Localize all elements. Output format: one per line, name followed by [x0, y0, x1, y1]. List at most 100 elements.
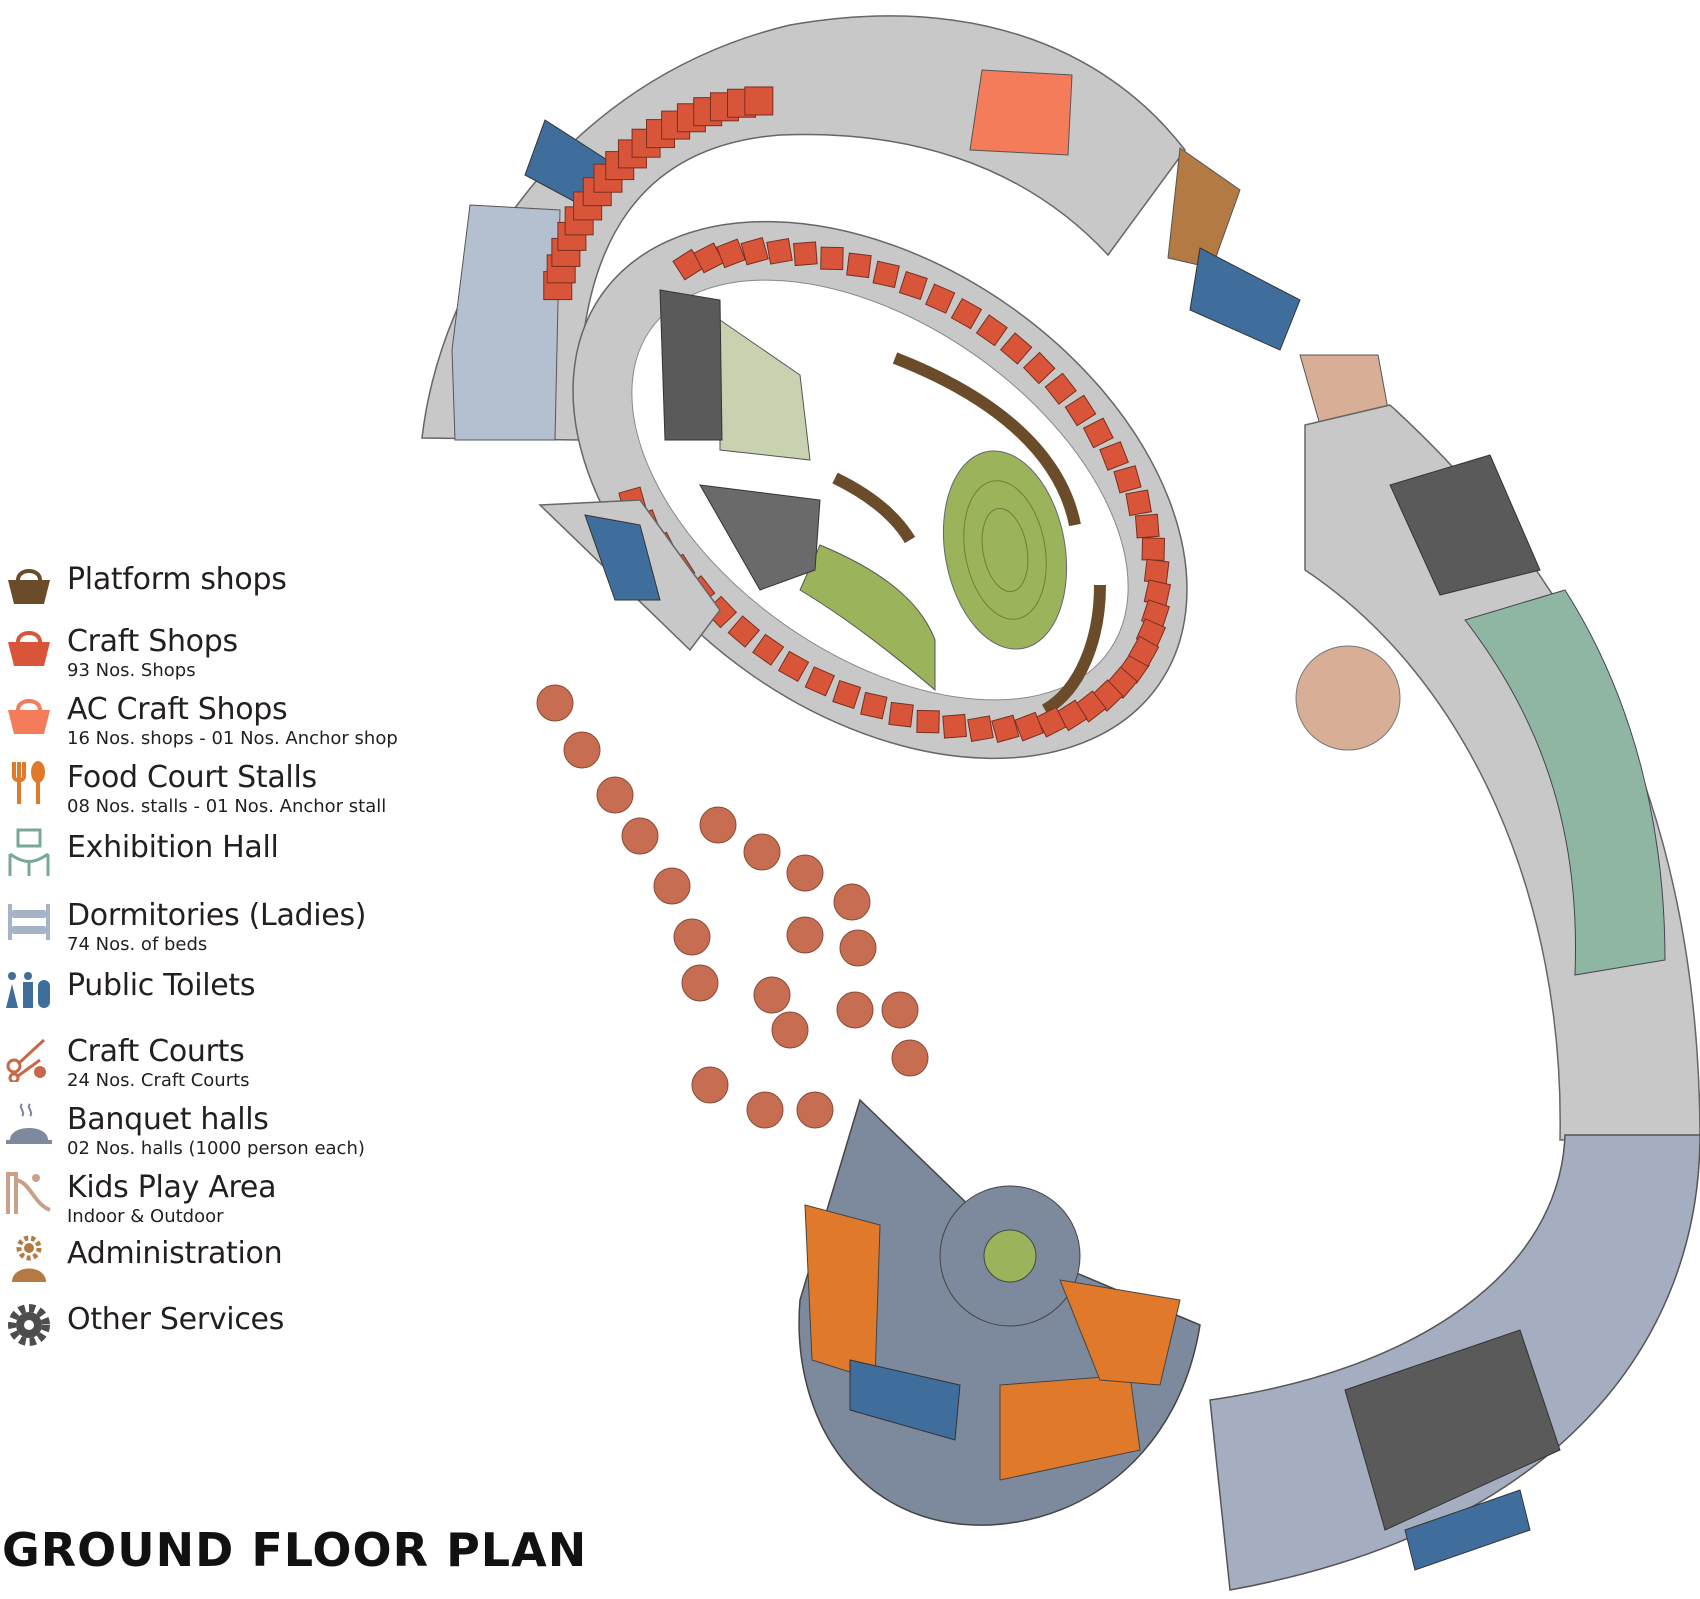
toilet-people-icon: [6, 972, 50, 1008]
craft-court: [881, 991, 919, 1029]
kids-play-circle: [1295, 645, 1401, 751]
legend-title: Public Toilets: [67, 968, 256, 1003]
craft-shop-unit: [727, 615, 761, 648]
lawn-ring-1: [963, 480, 1047, 620]
craft-shop-unit: [1113, 465, 1142, 494]
craft-court: [786, 916, 824, 954]
craft-shop-unit: [924, 283, 956, 314]
legend-item-food-court: Food Court Stalls 08 Nos. stalls - 01 No…: [0, 758, 460, 818]
craft-court: [753, 976, 791, 1014]
legend-item-platform-shops: Platform shops: [0, 560, 460, 620]
craft-shop-unit: [1134, 513, 1160, 539]
legend-subtitle: Indoor & Outdoor: [67, 1206, 224, 1227]
craft-shop-unit: [967, 715, 994, 743]
craft-shop-unit: [888, 701, 914, 728]
legend-subtitle: 02 Nos. halls (1000 person each): [67, 1138, 365, 1159]
craft-shop-unit: [846, 252, 872, 279]
administrator-icon: [12, 1235, 46, 1282]
craft-tools-icon: [6, 1038, 46, 1082]
craft-shop-unit: [1141, 537, 1166, 561]
legend-title: Banquet halls: [67, 1102, 269, 1137]
legend-title: Craft Courts: [67, 1034, 245, 1069]
legend-subtitle: 16 Nos. shops - 01 Nos. Anchor shop: [67, 728, 398, 749]
legend-title: Exhibition Hall: [67, 830, 279, 865]
craft-shop-unit: [744, 86, 774, 116]
banquet-services: [1344, 1329, 1561, 1531]
exhibition-frame-icon: [8, 828, 50, 876]
craft-court: [699, 806, 737, 844]
craft-shop-unit: [872, 260, 900, 289]
craft-shop-unit: [1014, 711, 1044, 742]
central-ellipse: [572, 220, 1188, 760]
legend-item-ac-craft-shops: AC Craft Shops 16 Nos. shops - 01 Nos. A…: [0, 690, 460, 750]
craft-court: [833, 883, 871, 921]
legend-subtitle: 74 Nos. of beds: [67, 934, 208, 955]
bunk-bed-icon: [8, 904, 50, 940]
legend-title: Food Court Stalls: [67, 760, 317, 795]
platform-shop-arc-2: [832, 472, 916, 544]
slide-icon: [6, 1172, 51, 1214]
legend-title: Dormitories (Ladies): [67, 898, 367, 933]
legend-subtitle: 93 Nos. Shops: [67, 660, 196, 681]
legend-title: Platform shops: [67, 562, 287, 597]
legend-subtitle: 08 Nos. stalls - 01 Nos. Anchor stall: [67, 796, 387, 817]
craft-shop-unit: [1125, 489, 1152, 517]
craft-shop-unit: [860, 691, 888, 720]
ac-craft-shops-north: [969, 69, 1073, 156]
craft-shop-unit: [991, 714, 1020, 743]
craft-shop-unit: [1099, 441, 1129, 471]
banquet-wing: [1209, 1134, 1700, 1591]
platform-shop-arc-3: [1041, 584, 1106, 716]
craft-shop-unit: [975, 314, 1008, 347]
craft-court: [771, 1011, 809, 1049]
craft-shop-unit: [820, 246, 844, 271]
craft-shop-unit: [804, 666, 836, 697]
craft-courts: [536, 684, 929, 1129]
craft-shop-unit: [1064, 394, 1097, 427]
craft-shop-unit: [777, 650, 810, 683]
legend-item-other-services: Other Services: [0, 1300, 460, 1360]
legend-item-craft-shops: Craft Shops 93 Nos. Shops: [0, 622, 460, 682]
craft-court: [681, 964, 719, 1002]
dormitory-block: [451, 204, 561, 441]
legend-subtitle: 24 Nos. Craft Courts: [67, 1070, 250, 1091]
craft-court: [691, 1066, 729, 1104]
services-block-south: [699, 484, 821, 591]
legend-item-banquet-halls: Banquet halls 02 Nos. halls (1000 person…: [0, 1100, 460, 1160]
legend-title: Craft Shops: [67, 624, 238, 659]
craft-shop-unit: [950, 297, 983, 330]
craft-court: [839, 929, 877, 967]
legend-item-craft-courts: Craft Courts 24 Nos. Craft Courts: [0, 1032, 460, 1092]
craft-court: [743, 833, 781, 871]
exhibition-hall: [1464, 589, 1666, 976]
craft-shop-unit: [740, 237, 769, 266]
craft-court: [746, 1091, 784, 1129]
craft-shop-unit: [1082, 417, 1114, 449]
craft-shop-unit: [716, 238, 746, 269]
legend-item-dormitories: Dormitories (Ladies) 74 Nos. of beds: [0, 896, 460, 956]
craft-shop-unit: [898, 271, 928, 301]
rotunda-lawn: [983, 1229, 1037, 1283]
craft-court: [673, 918, 711, 956]
craft-court: [536, 684, 574, 722]
craft-shop-unit: [1044, 372, 1077, 405]
west-fragment: [538, 499, 721, 652]
legend-item-public-toilets: Public Toilets: [0, 966, 460, 1026]
craft-shop-unit: [1143, 558, 1170, 585]
services-block-west: [659, 289, 723, 441]
east-services-block: [1389, 454, 1541, 596]
craft-shop-unit: [832, 679, 862, 709]
west-toilets: [584, 514, 661, 601]
legend-title: AC Craft Shops: [67, 692, 288, 727]
craft-court: [563, 731, 601, 769]
craft-shop-unit: [793, 241, 818, 267]
craft-court: [786, 854, 824, 892]
craft-court: [891, 1039, 929, 1077]
kids-outdoor-lawn: [799, 544, 936, 692]
banquet-toilets: [1404, 1489, 1531, 1571]
food-stalls-west: [804, 1204, 881, 1381]
legend-item-exhibition-hall: Exhibition Hall: [0, 828, 460, 888]
craft-shop-unit: [766, 237, 793, 265]
shopping-basket-icon: [8, 569, 50, 604]
